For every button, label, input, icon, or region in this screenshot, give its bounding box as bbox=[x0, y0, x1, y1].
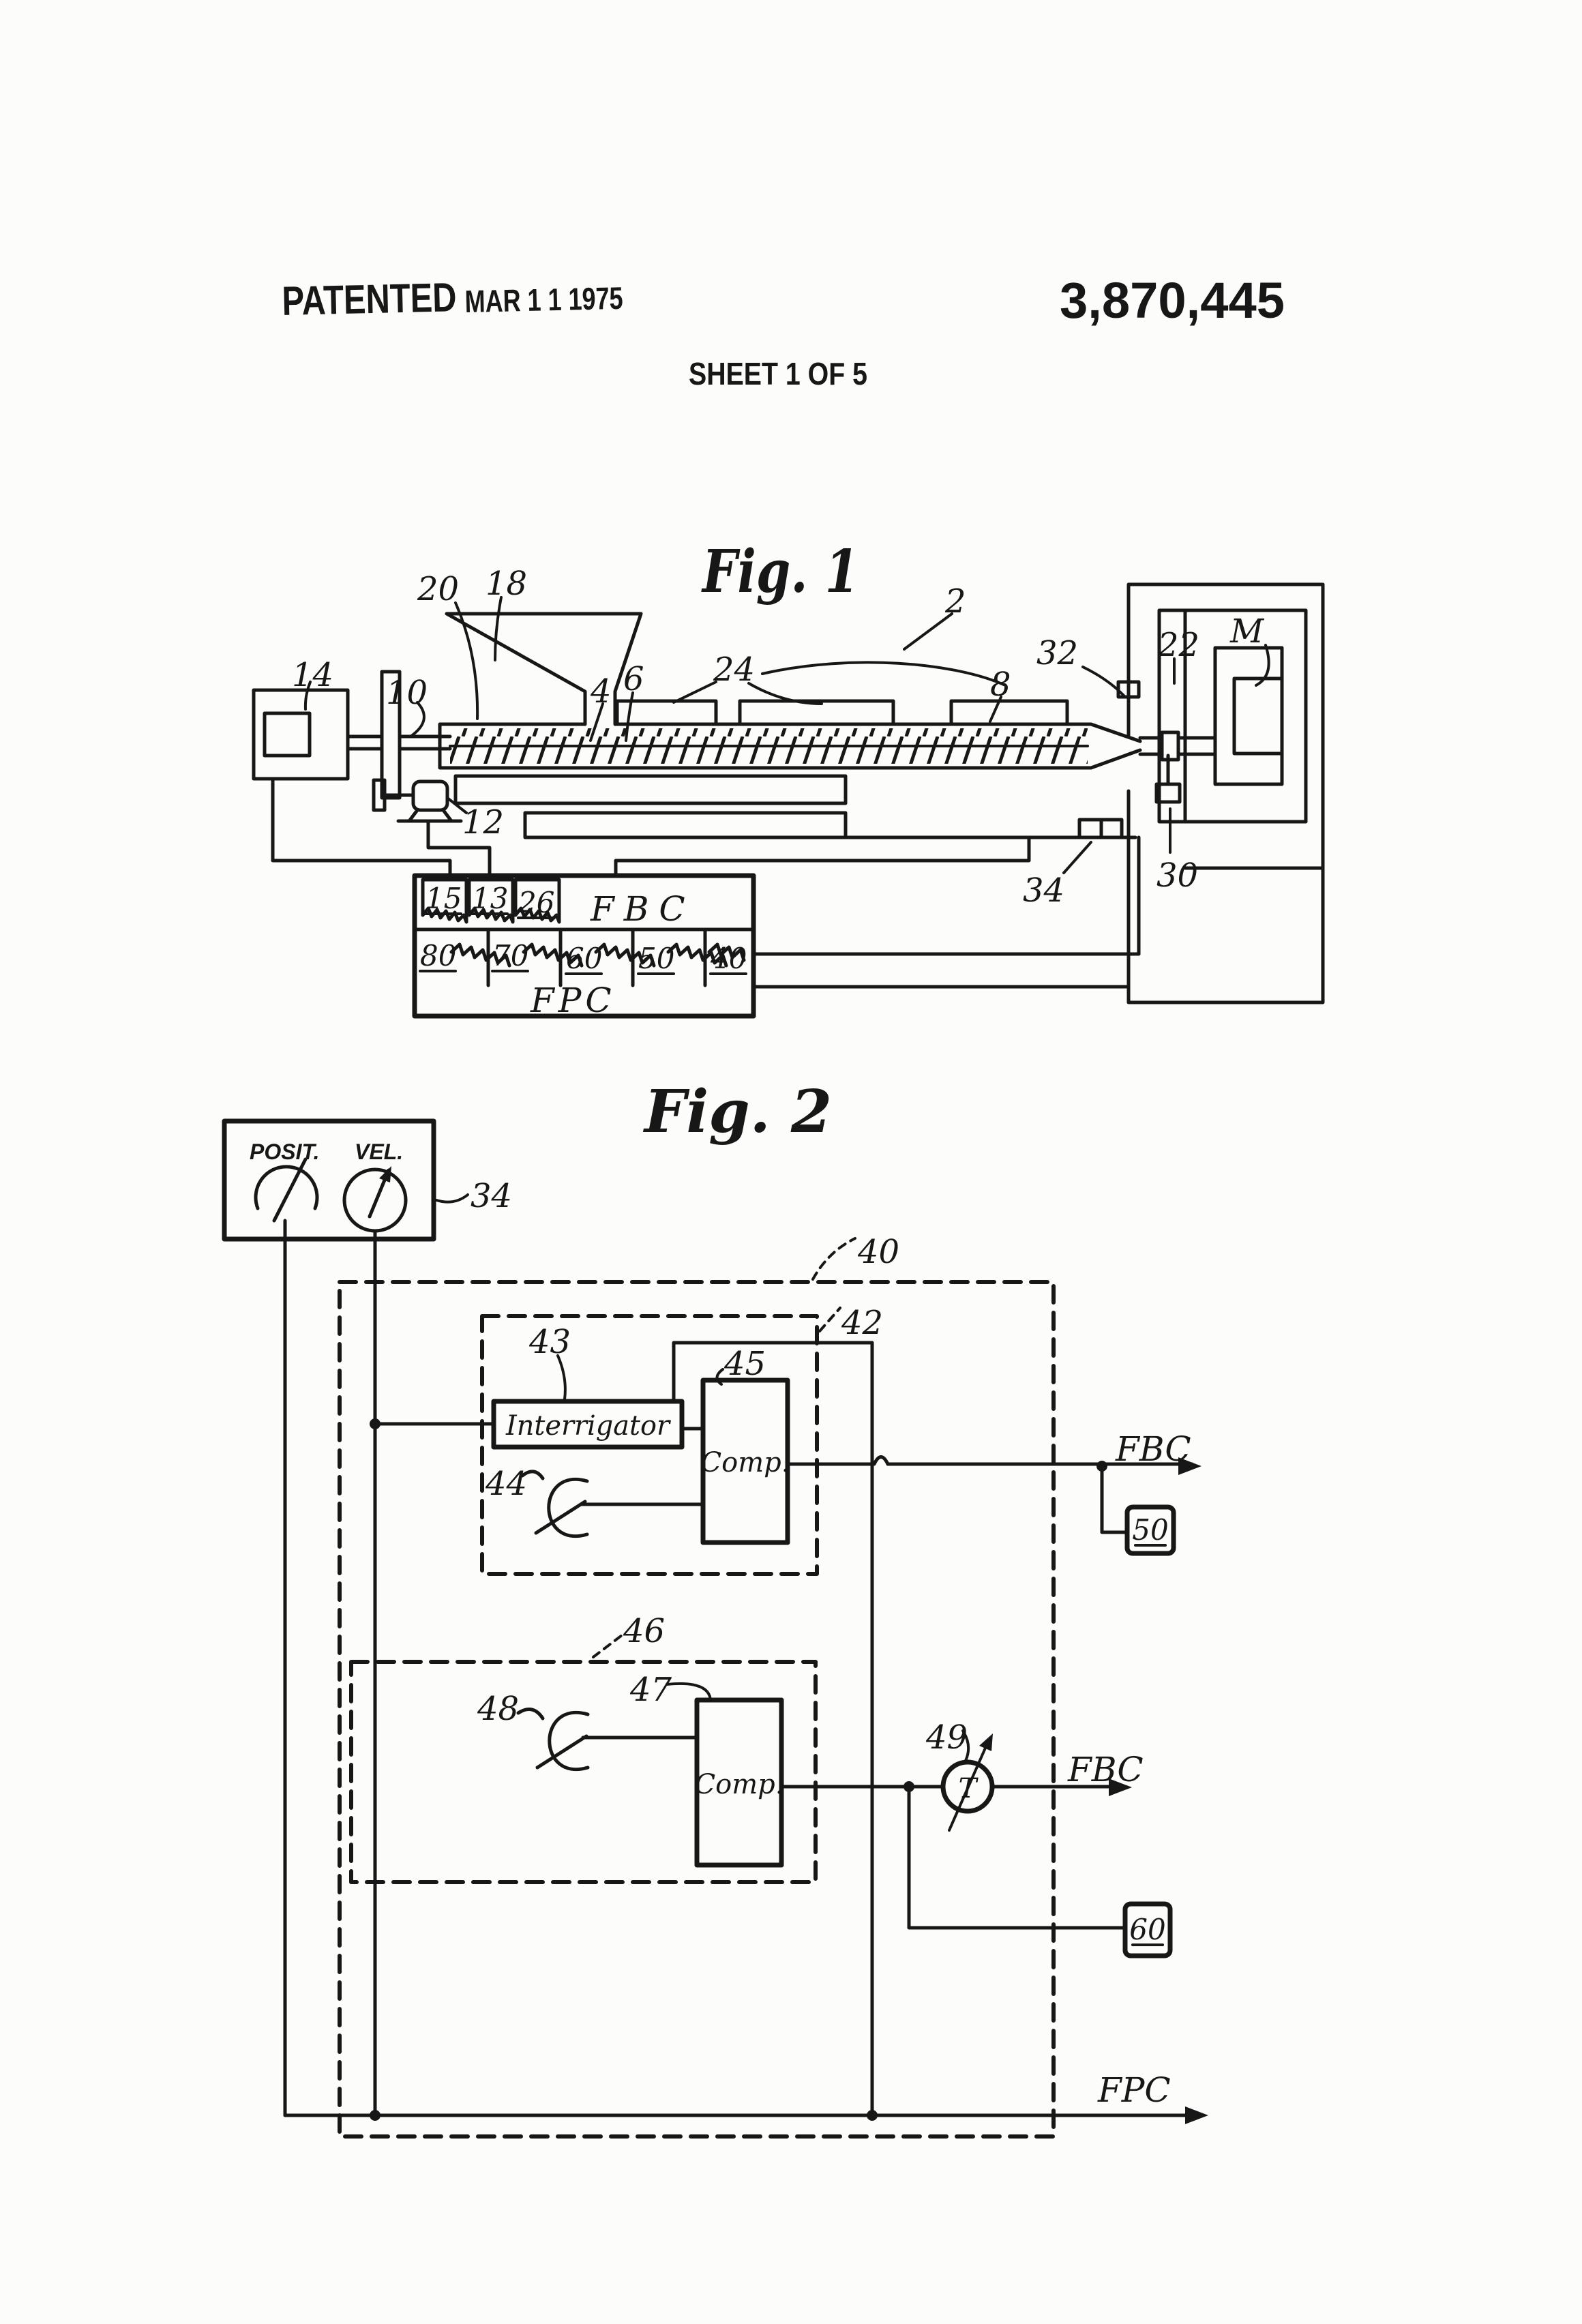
pot-40: 40 bbox=[710, 942, 747, 975]
ref-44: 44 bbox=[485, 1465, 527, 1503]
pot-50: 50 bbox=[638, 942, 674, 975]
box-60-label: 60 bbox=[1129, 1913, 1165, 1946]
posit-gauge-dial bbox=[254, 1165, 319, 1210]
pot-80: 80 bbox=[420, 939, 456, 972]
ref-34-fig1: 34 bbox=[1023, 872, 1064, 910]
fbc-zone-label: FBC bbox=[590, 889, 695, 929]
fig1-title: Fig. 1 bbox=[700, 537, 859, 606]
ref-46: 46 bbox=[623, 1612, 665, 1650]
pot-44-symbol bbox=[520, 1470, 589, 1538]
fig1-machine-linework bbox=[252, 582, 1325, 1004]
ref-18: 18 bbox=[486, 565, 527, 603]
comp2-label: Comp. bbox=[695, 1769, 784, 1800]
ref-2: 2 bbox=[944, 582, 966, 621]
ref-45: 45 bbox=[723, 1345, 766, 1383]
box-50: 50 bbox=[1124, 1504, 1176, 1556]
interrigator-label: Interrigator bbox=[505, 1410, 672, 1442]
ref-10: 10 bbox=[386, 674, 428, 712]
ref-20: 20 bbox=[417, 570, 459, 608]
ref-6: 6 bbox=[623, 660, 644, 698]
fig1-reference-numerals: 2 14 10 20 18 4 6 24 8 32 22 M 12 34 30 bbox=[292, 565, 1265, 910]
interrigator-block: Interrigator bbox=[491, 1399, 685, 1450]
comparator-1-block: Comp. bbox=[700, 1377, 790, 1545]
box-60: 60 bbox=[1122, 1901, 1173, 1958]
posit-gauge-label: POSIT. bbox=[250, 1139, 320, 1164]
ref-4: 4 bbox=[590, 672, 612, 711]
fig2-signal-labels: FBC FBC FPC bbox=[1067, 1429, 1191, 2110]
ref-47: 47 bbox=[629, 1671, 672, 1709]
sheet-number: SHEET 1 OF 5 bbox=[689, 356, 867, 391]
patented-stamp: PATENTED bbox=[282, 274, 457, 324]
ref-43: 43 bbox=[528, 1323, 571, 1361]
relay-26: 26 bbox=[518, 886, 554, 919]
comparator-2-block: Comp. bbox=[694, 1697, 784, 1868]
fig1-leaders bbox=[303, 596, 1270, 874]
fig1-controller-box: 15 13 26 FBC 80 70 60 50 40 FPC bbox=[412, 873, 756, 1020]
fbc-output-1: FBC bbox=[1115, 1429, 1191, 1469]
ref-24: 24 bbox=[713, 651, 755, 689]
fig2-title: Fig. 2 bbox=[642, 1077, 832, 1146]
ref-12: 12 bbox=[462, 803, 504, 841]
patent-number: 3,870,445 bbox=[1060, 272, 1285, 329]
pot-60: 60 bbox=[566, 942, 602, 975]
ref-22: 22 bbox=[1157, 626, 1199, 664]
box-50-label: 50 bbox=[1132, 1513, 1168, 1547]
posit-gauge-needle bbox=[272, 1157, 308, 1223]
comp1-label: Comp. bbox=[701, 1447, 790, 1478]
t-element: T bbox=[940, 1733, 995, 1832]
ref-30: 30 bbox=[1156, 856, 1198, 895]
fig2-reference-numerals: 40 42 43 45 44 46 47 48 49 bbox=[477, 1233, 968, 1757]
ref-42: 42 bbox=[841, 1304, 883, 1342]
dashed-box-40 bbox=[338, 1280, 1056, 2139]
ref-14: 14 bbox=[292, 656, 333, 694]
relay-15: 15 bbox=[426, 882, 462, 915]
figure-2: Fig. 2 POSIT. VEL. 34 bbox=[222, 1077, 1208, 2139]
figure-1: Fig. 1 bbox=[252, 537, 1325, 1020]
ref-49: 49 bbox=[925, 1718, 968, 1757]
relay-13: 13 bbox=[472, 882, 508, 915]
ref-m: M bbox=[1229, 612, 1265, 651]
patent-date: MAR 1 1 1975 bbox=[464, 280, 623, 319]
instrument-box: POSIT. VEL. 34 bbox=[222, 1118, 512, 1242]
ref-8: 8 bbox=[990, 666, 1011, 704]
dashed-box-42 bbox=[480, 1314, 819, 1576]
dashed-box-46 bbox=[349, 1660, 818, 1884]
ref-34-fig2: 34 bbox=[471, 1177, 512, 1215]
fbc-output-2: FBC bbox=[1067, 1750, 1144, 1789]
fpc-output: FPC bbox=[1097, 2070, 1171, 2110]
pot-70: 70 bbox=[492, 939, 528, 972]
pot-48-symbol bbox=[516, 1708, 590, 1771]
fpc-zone-label: FPC bbox=[530, 981, 616, 1020]
vel-gauge-label: VEL. bbox=[355, 1139, 403, 1164]
ref-40: 40 bbox=[857, 1233, 899, 1271]
fig2-wiring bbox=[283, 1219, 1208, 2124]
header: PATENTED MAR 1 1 1975 3,870,445 SHEET 1 … bbox=[282, 272, 1285, 391]
ref-48: 48 bbox=[477, 1690, 519, 1728]
ref-32: 32 bbox=[1036, 634, 1078, 672]
fig2-leaders bbox=[556, 1354, 970, 1762]
